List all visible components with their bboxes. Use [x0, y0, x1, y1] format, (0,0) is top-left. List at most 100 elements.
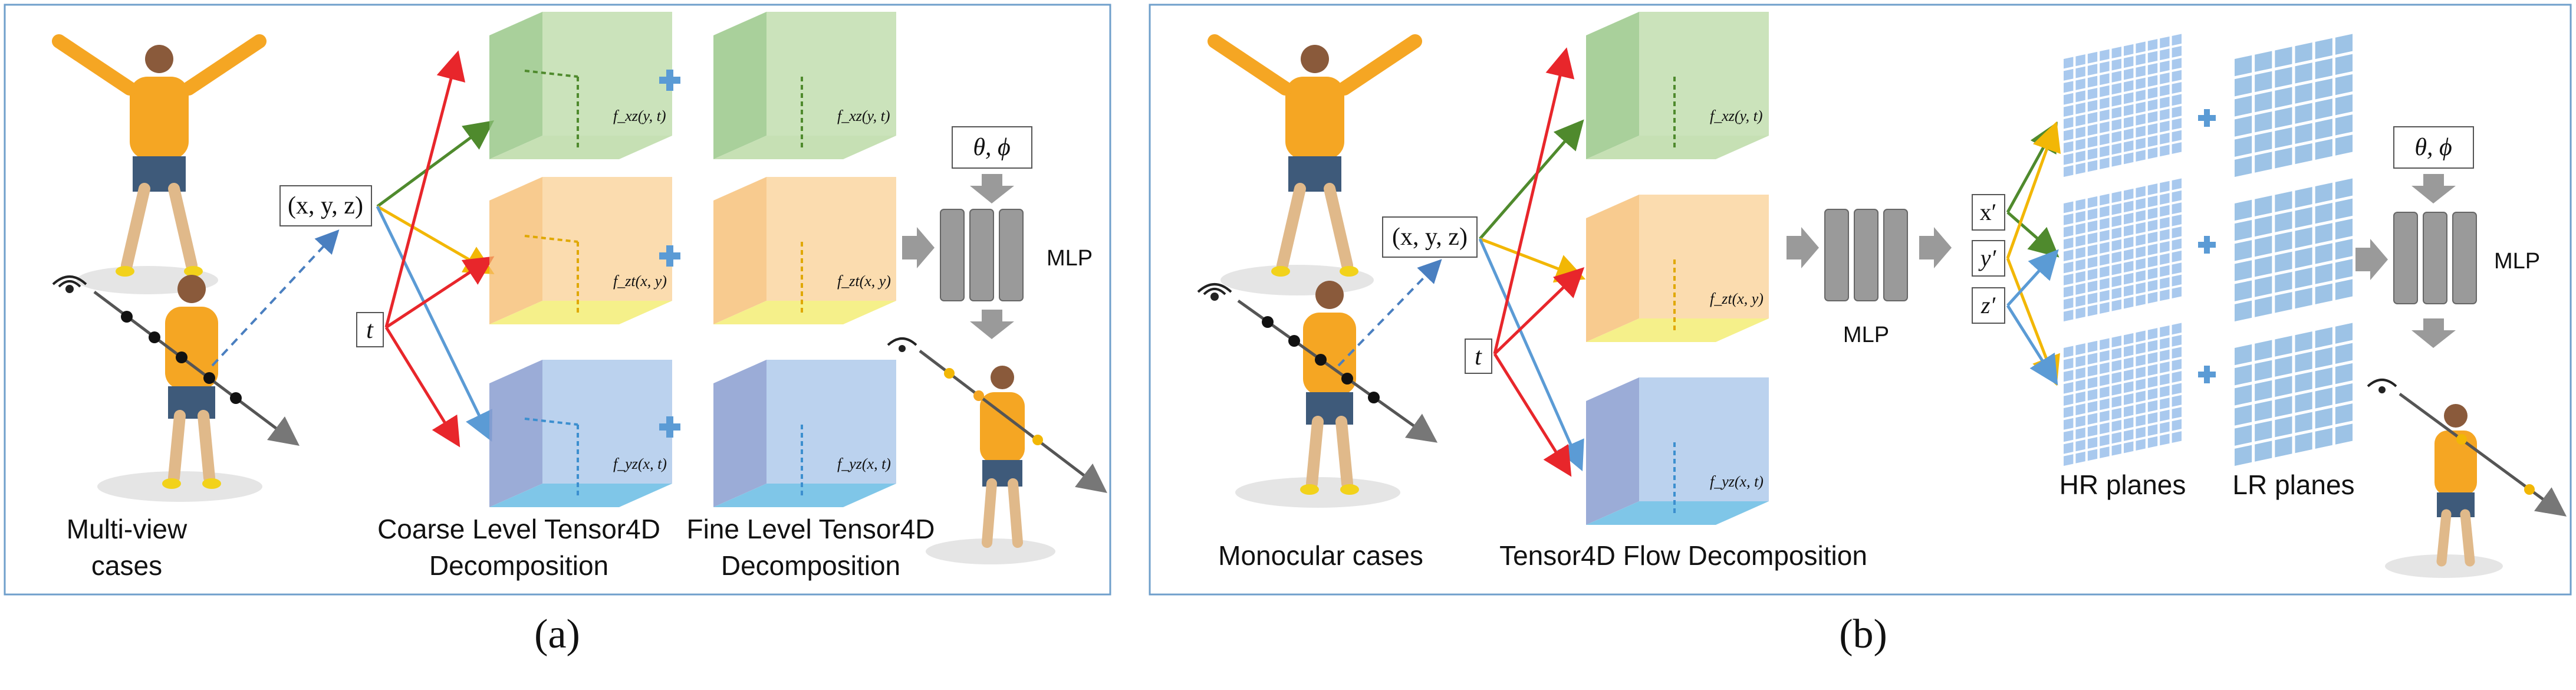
grid-cell [2124, 405, 2134, 418]
grid-cell [2147, 219, 2158, 232]
grid-cell [2075, 211, 2085, 223]
grid-cell [2136, 65, 2146, 78]
grid-cell [2255, 256, 2272, 277]
grid-cell [2295, 372, 2312, 393]
grid-cell [2255, 51, 2272, 72]
view-param-label: θ, ϕ [2414, 134, 2452, 161]
grid-cell [2235, 240, 2252, 261]
grid-cell [2136, 294, 2146, 306]
grid-cell [2295, 287, 2312, 309]
grid-cell [2111, 347, 2121, 360]
grid-cell [2111, 396, 2121, 408]
grid-cell [2124, 152, 2134, 165]
grid-cell [2147, 412, 2158, 424]
grid-cell [2235, 75, 2252, 97]
grid-cell [2111, 70, 2121, 83]
grid-cell [2136, 439, 2146, 451]
caption-lr-planes: LR planes [2232, 469, 2354, 500]
grid-cell [2087, 111, 2098, 124]
grid-cell [2160, 180, 2170, 193]
grid-cell [2100, 290, 2110, 302]
grid-cell [2147, 351, 2158, 364]
grid-cell [2111, 107, 2121, 119]
grid-cell [2295, 83, 2312, 104]
grid-cell [2172, 214, 2182, 226]
grid-cell [2136, 366, 2146, 379]
grid-cell [2075, 343, 2085, 356]
grid-cell [2147, 388, 2158, 400]
grid-cell [2087, 148, 2098, 160]
grid-cell [2147, 328, 2158, 340]
eye-icon [1197, 283, 1232, 301]
grid-cell [2315, 78, 2332, 100]
grid-cell [2064, 201, 2074, 213]
grid-cell [2075, 54, 2085, 67]
grid-cell [2160, 48, 2170, 61]
grid-cell [2160, 253, 2170, 265]
grid-cell [2335, 218, 2353, 240]
grid-cell [2147, 255, 2158, 268]
grid-cell [2255, 91, 2272, 113]
grid-cell [2172, 419, 2182, 431]
grid-cell [2235, 219, 2252, 241]
grid-cell [2124, 429, 2134, 441]
human-figure-icon [926, 366, 1055, 564]
grid-cell [2064, 406, 2074, 418]
grid-cell [2100, 85, 2110, 97]
grid-cell [2255, 420, 2272, 442]
flow-mlp-block [1824, 209, 1908, 301]
grid-cell [2275, 107, 2292, 129]
grid-cell [2147, 87, 2158, 99]
grid-cell [2235, 364, 2252, 386]
grid-cell [2136, 354, 2146, 367]
fine-plane-orange: f_zt(x, y) [713, 177, 896, 324]
grid-cell [2160, 73, 2170, 84]
grid-cell [2064, 249, 2074, 261]
grid-cell [2275, 336, 2292, 357]
caption-cases: Monocular cases [1218, 540, 1423, 571]
grid-cell [2075, 247, 2085, 259]
grid-cell [2235, 405, 2252, 426]
grid-cell [2124, 188, 2134, 201]
input-coords-box: (x, y, z) [279, 185, 372, 226]
lr-plane-1 [2235, 34, 2353, 177]
grid-cell [2147, 183, 2158, 196]
grid-cell [2295, 187, 2312, 208]
grid-cell [2255, 71, 2272, 93]
gray-arrow-icon [2411, 174, 2456, 203]
grid-cell [2235, 156, 2252, 177]
flow-plane-green: f_xz(y, t) [1586, 12, 1769, 159]
grid-cell [2335, 94, 2353, 116]
grid-cell [2160, 277, 2170, 289]
grid-cell [2172, 274, 2182, 287]
gray-arrow-icon [2355, 239, 2388, 280]
caption-fine-line2: Decomposition [721, 550, 900, 581]
grid-cell [2087, 124, 2098, 136]
plane-label: f_yz(x, t) [613, 455, 667, 472]
grid-cell [2147, 99, 2158, 111]
grid-cell [2075, 235, 2085, 247]
grid-cell [2160, 409, 2170, 422]
gray-arrow-icon [970, 310, 1014, 339]
grid-cell [2111, 419, 2121, 432]
grid-cell [2147, 400, 2158, 412]
grid-cell [2064, 165, 2074, 178]
grid-cell [2075, 403, 2085, 416]
grid-cell [2064, 153, 2074, 165]
grid-cell [2315, 182, 2332, 204]
grid-cell [2064, 357, 2074, 370]
dashed-sample-arrow [211, 229, 340, 367]
grid-cell [2172, 202, 2182, 215]
grid-cell [2075, 295, 2085, 307]
grid-cell [2160, 96, 2170, 109]
grid-cell [2087, 75, 2098, 88]
grid-cell [2335, 54, 2353, 75]
grid-cell [2087, 413, 2098, 425]
input-coords-label: (x, y, z) [1392, 224, 1468, 251]
grid-cell [2064, 273, 2074, 285]
grid-cell [2160, 422, 2170, 433]
grid-cell [2075, 90, 2085, 103]
grid-cell [2335, 423, 2353, 445]
grid-cell [2335, 383, 2353, 405]
grid-cell [2111, 275, 2121, 287]
